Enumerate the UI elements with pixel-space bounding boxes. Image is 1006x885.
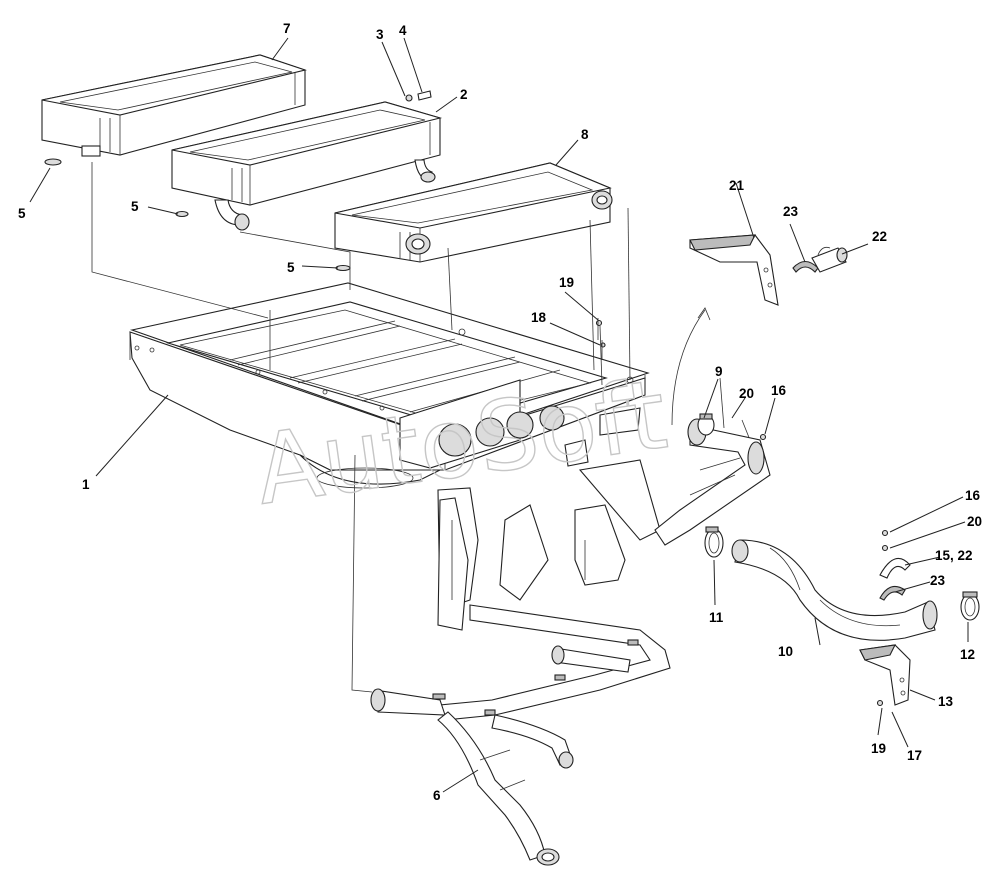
callout-10: 10 [778,644,793,659]
main-frame-part-1 [129,282,650,489]
callout-3: 3 [376,27,384,42]
clamp-part-23-top [792,260,819,273]
callout-23b: 23 [930,573,946,588]
hose-clamp-part-12 [960,591,980,621]
support-legs [437,487,626,631]
callout-9: 9 [715,364,723,379]
callout-5a: 5 [18,206,26,221]
callout-19b: 19 [871,741,886,756]
callout-8: 8 [581,127,589,142]
strap-part-23-right [879,585,906,601]
callout-23a: 23 [783,204,799,219]
bracket-part-13 [859,644,911,706]
callout-6: 6 [433,788,441,803]
assembly-lines [91,162,753,693]
callout-20b: 20 [967,514,982,529]
callout-13: 13 [938,694,954,709]
callout-20a: 20 [739,386,754,401]
radiator-part-2 [171,90,443,231]
callout-16a: 16 [771,383,787,398]
fastener-hardware [595,318,889,707]
callout-2: 2 [460,87,468,102]
callout-21: 21 [729,178,745,193]
callout-19a: 19 [559,275,574,290]
callout-5c: 5 [287,260,295,275]
frame-right-brackets [564,407,661,541]
pipe-part-22-top [811,246,848,273]
strap-part-15-22 [879,557,911,579]
bracket-part-21 [689,234,779,306]
callout-12: 12 [960,647,975,662]
hose-clamp-part-11 [704,526,724,558]
coolant-pipe-assembly-part-6 [370,604,671,866]
intercooler-hose-part-10 [731,539,938,641]
callout-leaders [29,37,969,793]
radiator-part-7 [41,54,307,166]
callout-7: 7 [283,21,291,36]
callout-16b: 16 [965,488,981,503]
callout-4: 4 [399,23,407,38]
callout-labels: 7 3 4 2 8 5 5 5 19 18 21 23 22 9 20 16 1… [18,21,982,803]
callout-15-22: 15, 22 [935,548,973,563]
hose-clamp-part-20 [697,413,715,436]
callout-5b: 5 [131,199,139,214]
radiator-part-8 [334,162,613,272]
callout-11: 11 [709,610,724,625]
callout-17: 17 [907,748,922,763]
callout-18: 18 [531,310,547,325]
callout-22: 22 [872,229,887,244]
callout-1: 1 [82,477,90,492]
